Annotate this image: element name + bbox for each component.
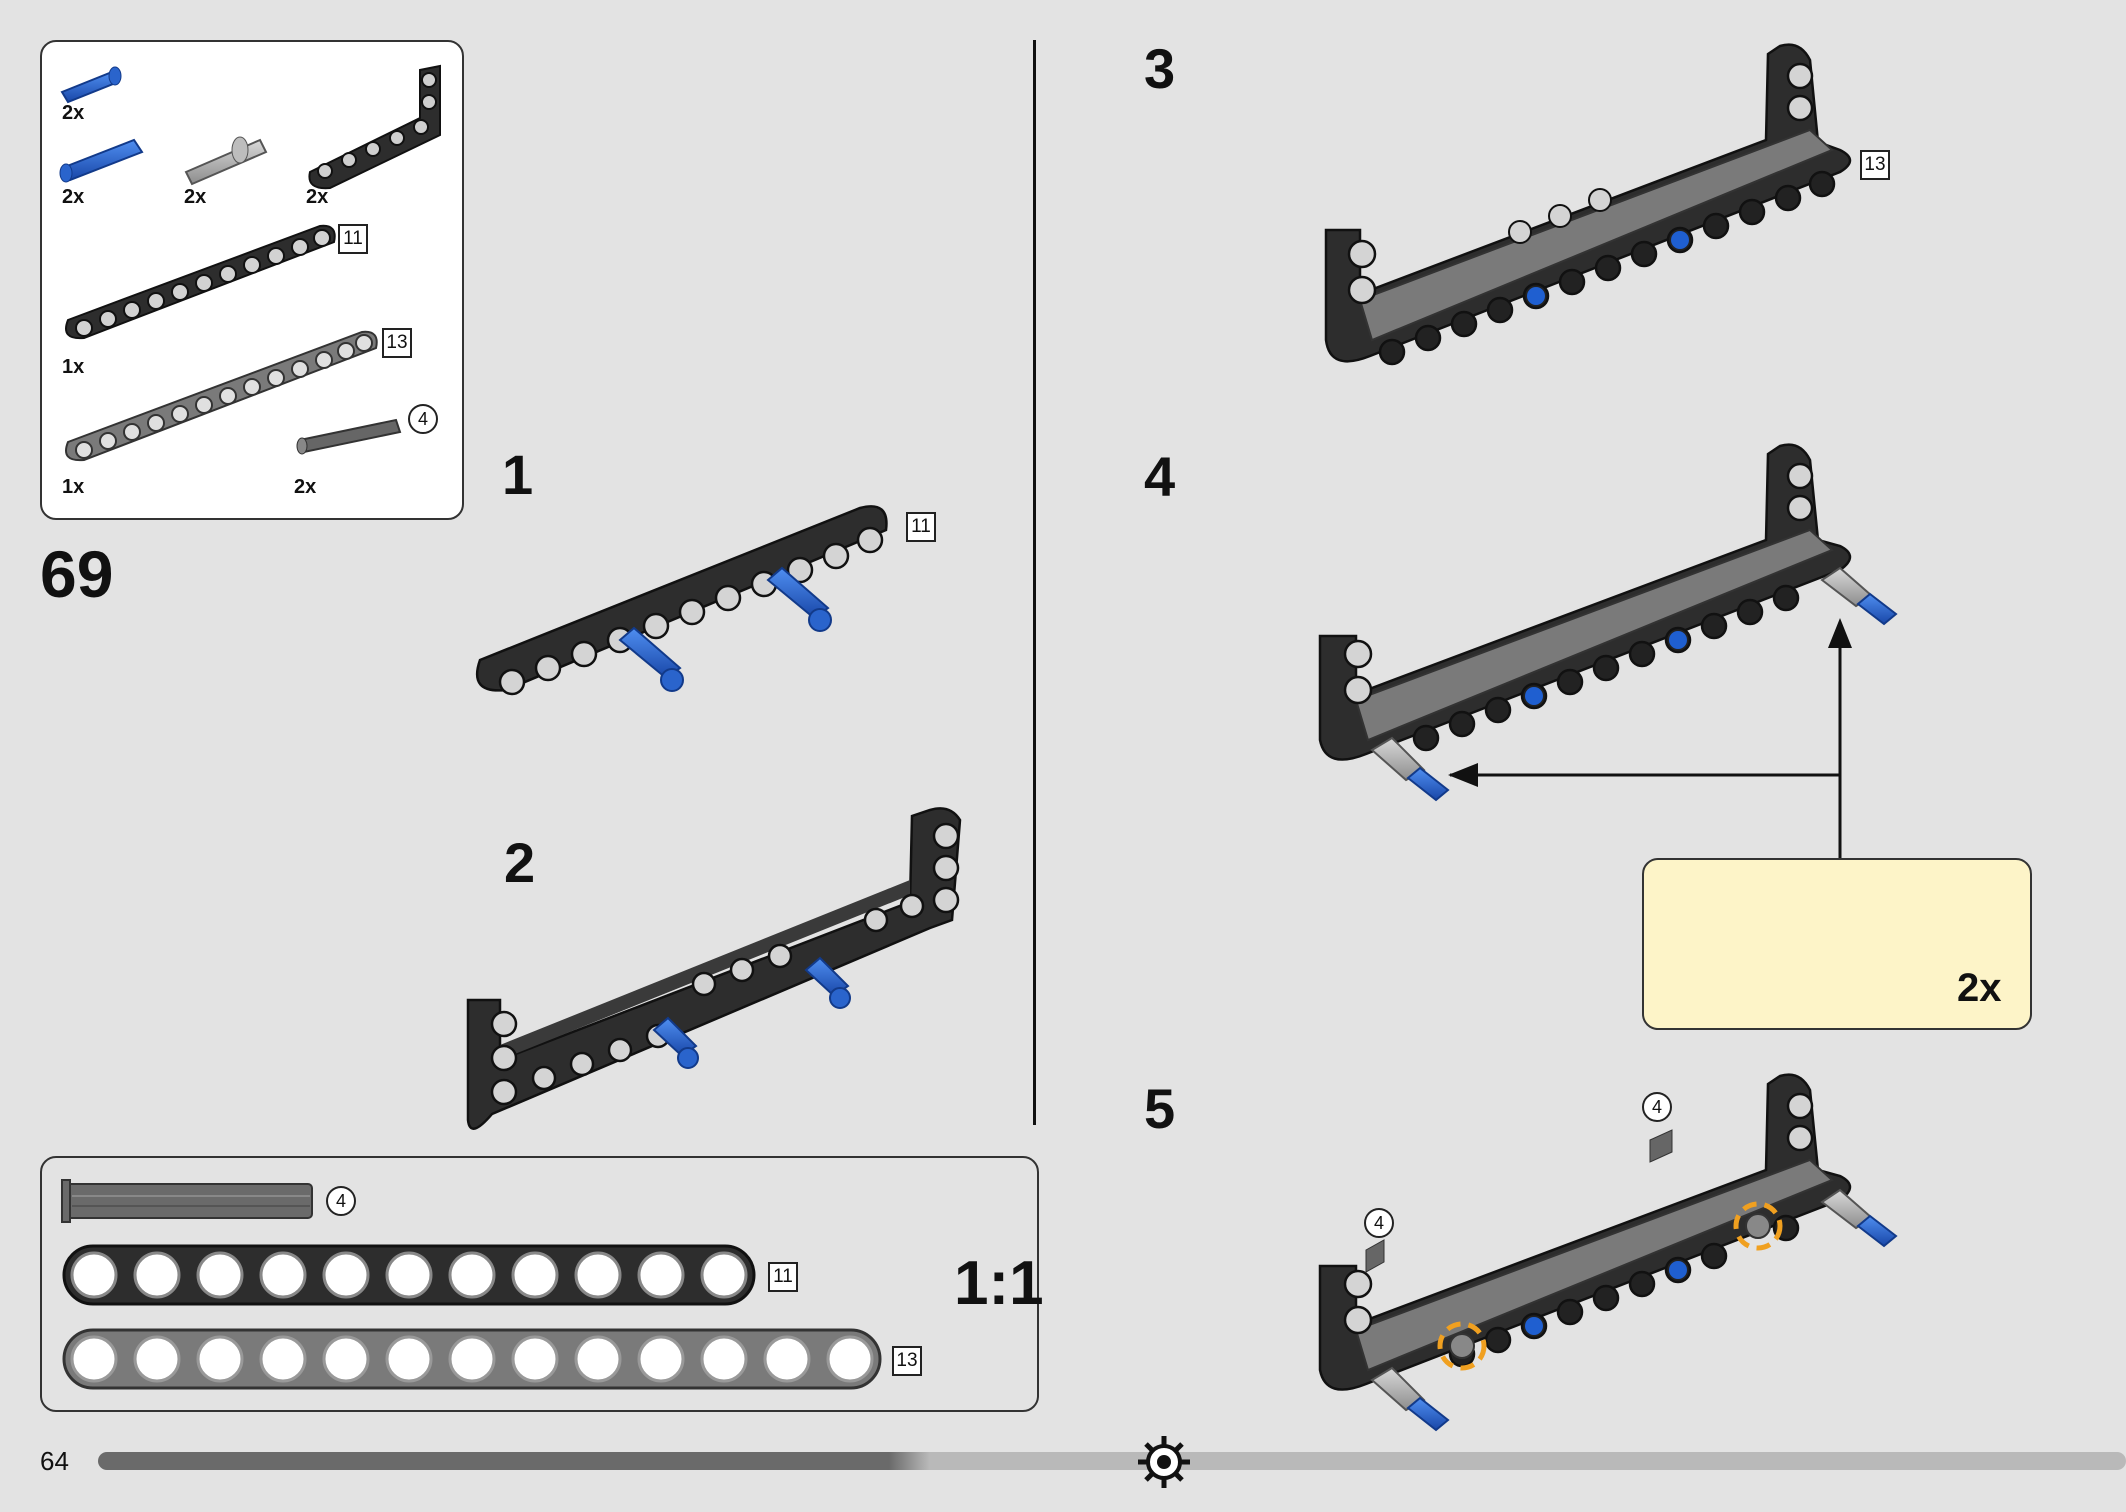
qty-l-beam: 2x [306,186,329,208]
step-number-3: 3 [1144,37,1176,100]
gear-icon [1138,1436,1190,1488]
page-number: 64 [40,1446,69,1476]
part-beam-11 [65,224,336,340]
sub-assembly-callout [1642,858,2032,1030]
part-l-beam [308,64,441,190]
scale-panel [40,1156,1039,1412]
axle-length-label-4: 4 [408,404,438,434]
step-number-1: 1 [502,443,534,506]
part-blue-long-pin [59,138,144,183]
length-label-11: 11 [338,224,368,254]
step-number-2: 2 [504,831,536,894]
scale-beam-11 [62,1244,756,1306]
column-divider [1033,40,1036,1125]
step1-illustration [475,505,888,696]
scale-ratio: 1:1 [954,1249,1044,1318]
step-number-5: 5 [1144,1077,1176,1140]
step1-length-label: 11 [906,512,936,542]
qty-axle-4: 2x [294,476,317,498]
step5-axle-label-left: 4 [1364,1208,1394,1238]
length-label-13: 13 [382,328,412,358]
qty-beam-11: 1x [62,356,85,378]
qty-beam-13: 1x [62,476,85,498]
step5-axle-label-right: 4 [1642,1092,1672,1122]
step4-illustration [1318,443,1898,858]
part-gray-pin [184,136,268,186]
qty-blue-axle-pin: 2x [62,102,85,124]
qty-blue-long-pin: 2x [62,186,85,208]
set-number: 69 [40,537,114,611]
part-axle-4 [296,418,402,455]
step-number-4: 4 [1144,445,1176,508]
scale-beam-13 [62,1328,882,1390]
part-blue-axle-pin [60,66,122,104]
qty-gray-pin: 2x [184,186,207,208]
callout-quantity: 2x [1957,966,2002,1010]
scale-beam11-label: 11 [768,1262,798,1292]
step3-illustration [1324,43,1852,366]
step2-illustration [466,807,962,1130]
step3-length-label: 13 [1860,150,1890,180]
scale-beam13-label: 13 [892,1346,922,1376]
part-beam-13 [65,330,378,462]
step5-illustration [1318,1073,1898,1432]
scale-axle-4 [61,1179,313,1223]
scale-axle-label: 4 [326,1186,356,1216]
